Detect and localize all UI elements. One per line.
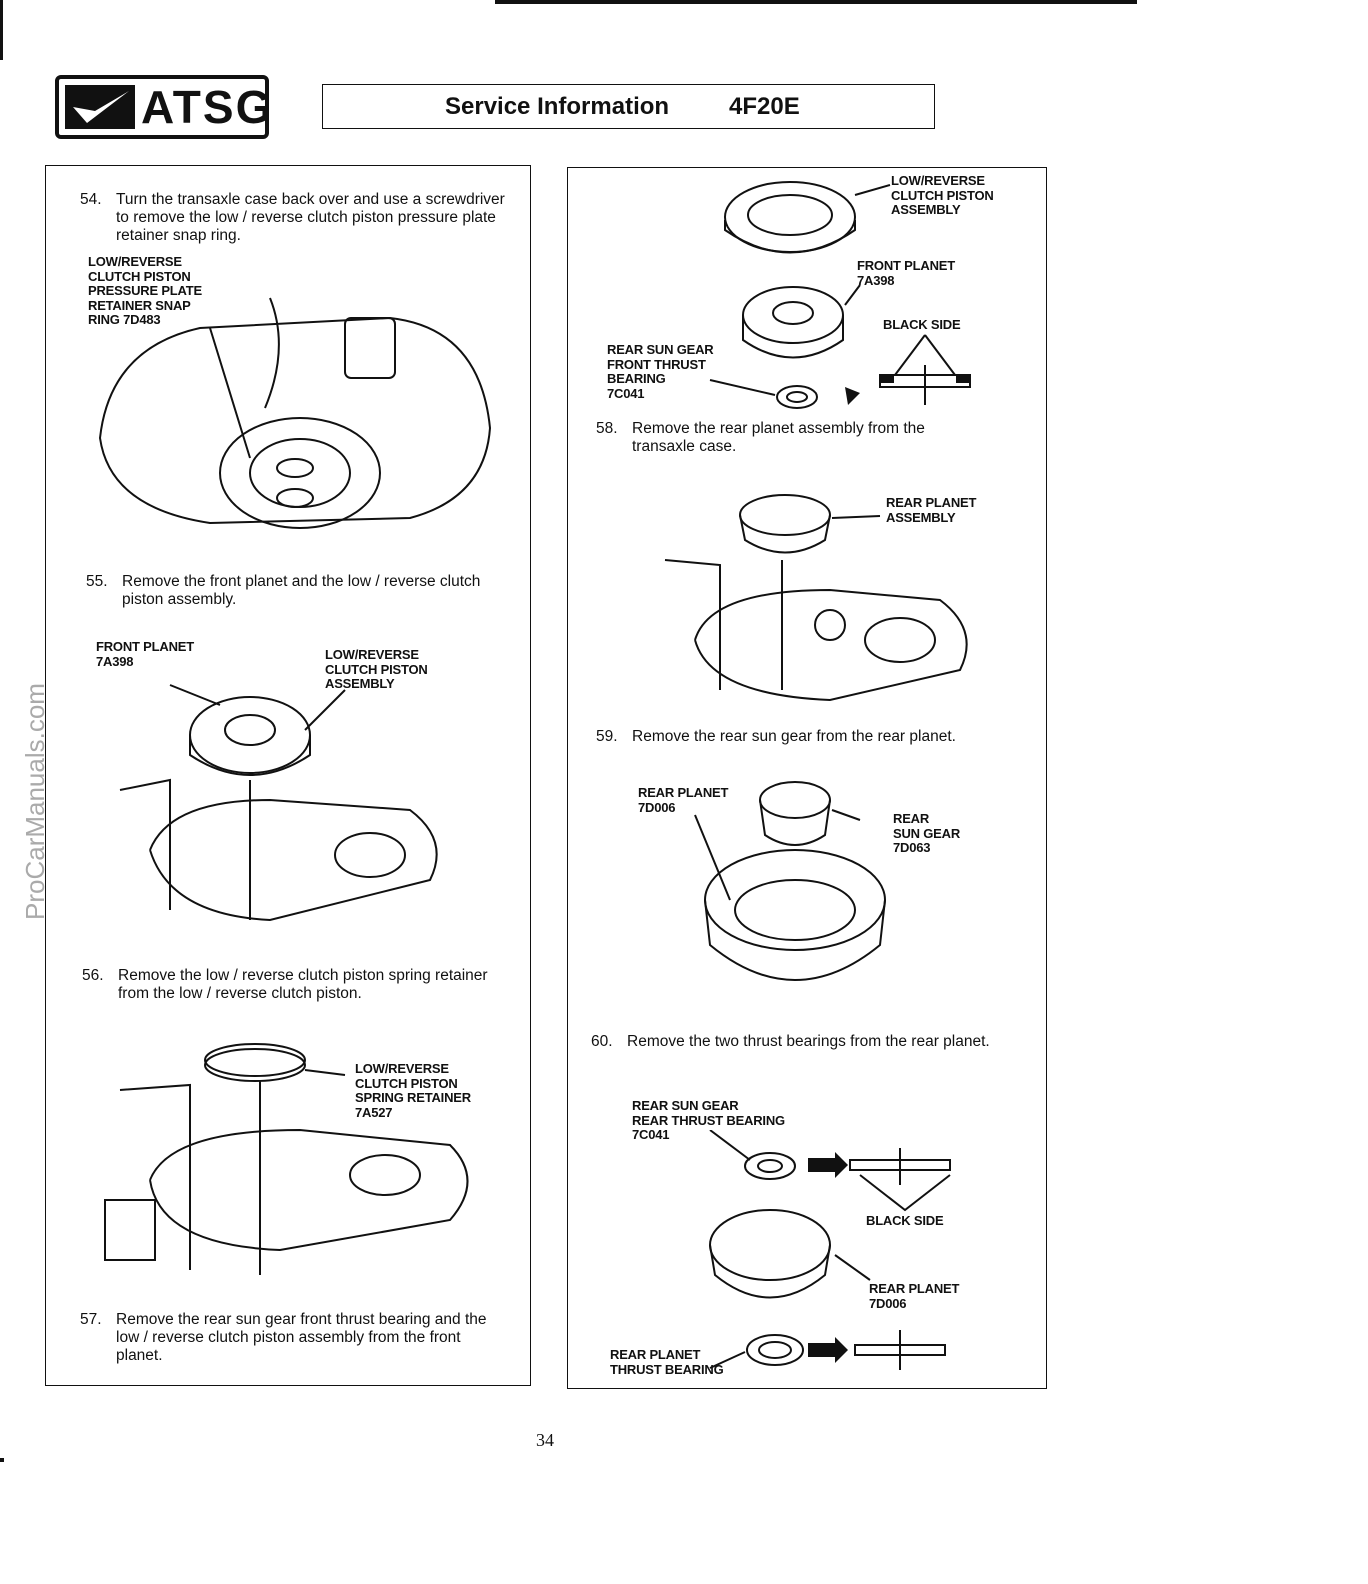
thrust-bearings-illustration (709, 1130, 951, 1370)
callout-front-planet: FRONT PLANET 7A398 (96, 639, 194, 669)
step-text: Remove the rear planet assembly from the… (632, 420, 925, 455)
step-number: 57. (80, 1311, 102, 1328)
spring-retainer-illustration (104, 1043, 469, 1275)
callout-rear-planet: REAR PLANET 7D006 (638, 785, 729, 815)
callout-rear-sun-gear: REAR SUN GEAR 7D063 (893, 811, 961, 855)
step-text: Remove the rear sun gear from the rear p… (632, 728, 956, 745)
step-text: Remove the two thrust bearings from the … (627, 1033, 990, 1050)
step-number: 54. (80, 191, 102, 208)
scan-edge-mark (0, 0, 3, 60)
step-number: 59. (596, 728, 618, 745)
step-text: Remove the low / reverse clutch piston s… (118, 967, 488, 1002)
scan-dot (0, 1458, 4, 1462)
header-model: 4F20E (729, 93, 800, 120)
left-panel (45, 165, 531, 1386)
rear-sun-gear-illustration (694, 781, 886, 981)
callout-snap-ring: LOW/REVERSE CLUTCH PISTON PRESSURE PLATE… (88, 254, 202, 327)
callout-spring-retainer: LOW/REVERSE CLUTCH PISTON SPRING RETAINE… (355, 1061, 471, 1120)
transaxle-case-illustration (98, 297, 492, 529)
callout-front-planet: FRONT PLANET 7A398 (857, 258, 955, 288)
step-number: 58. (596, 420, 618, 437)
right-panel (567, 167, 1047, 1389)
page-header: Service Information 4F20E (322, 84, 935, 129)
checkmark-icon (65, 85, 135, 129)
step-number: 56. (82, 967, 104, 984)
step-text: Turn the transaxle case back over and us… (116, 191, 505, 244)
piston-planet-exploded-illustration (709, 181, 971, 409)
step-text: Remove the rear sun gear front thrust be… (116, 1311, 487, 1364)
step-text: Remove the front planet and the low / re… (122, 573, 481, 608)
front-planet-removal-illustration (119, 684, 438, 922)
callout-rear-planet-assembly: REAR PLANET ASSEMBLY (886, 495, 977, 525)
callout-rear-planet-thrust-bearing: REAR PLANET THRUST BEARING (610, 1347, 724, 1377)
top-rule (495, 0, 1137, 4)
logo-text: ATSG (141, 81, 274, 133)
callout-black-side: BLACK SIDE (883, 317, 961, 332)
callout-rear-planet: REAR PLANET 7D006 (869, 1281, 960, 1311)
page-number: 34 (536, 1430, 554, 1450)
callout-piston-assembly: LOW/REVERSE CLUTCH PISTON ASSEMBLY (325, 647, 428, 691)
step-number: 55. (86, 573, 108, 590)
callout-rear-thrust-bearing: REAR SUN GEAR REAR THRUST BEARING 7C041 (632, 1098, 785, 1142)
callout-black-side: BLACK SIDE (866, 1213, 944, 1228)
header-title: Service Information (445, 93, 670, 120)
atsg-logo: ATSG (55, 75, 271, 139)
callout-piston-assembly: LOW/REVERSE CLUTCH PISTON ASSEMBLY (891, 173, 994, 217)
step-number: 60. (591, 1033, 613, 1050)
callout-thrust-bearing: REAR SUN GEAR FRONT THRUST BEARING 7C041 (607, 342, 714, 401)
rear-planet-removal-illustration (664, 494, 968, 702)
